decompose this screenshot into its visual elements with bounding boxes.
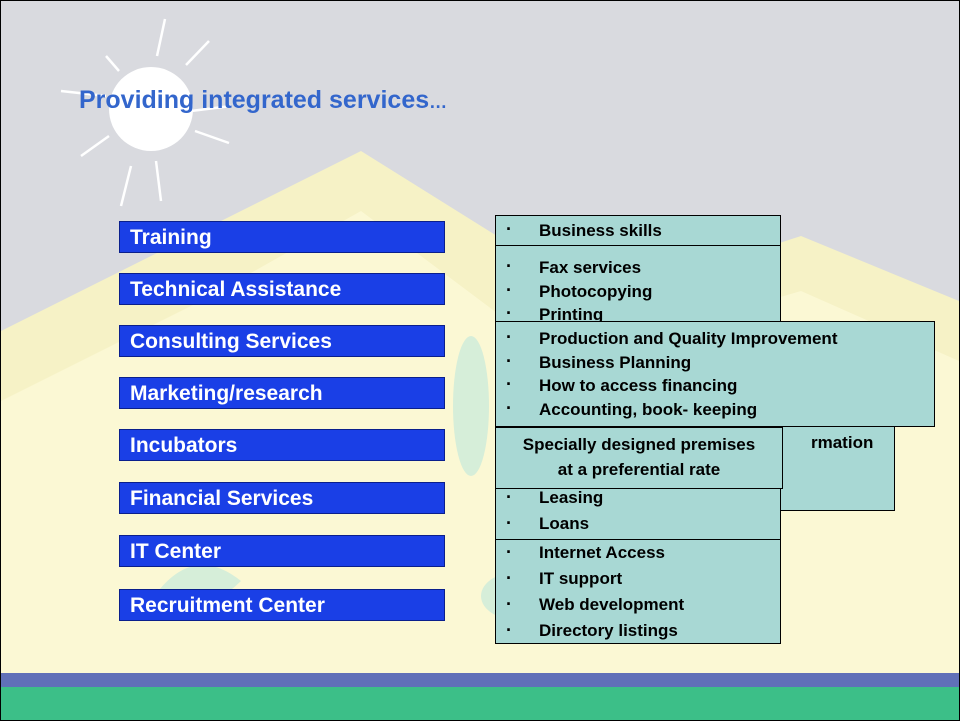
list-item: How to access financing — [496, 373, 934, 398]
list-item: Leasing — [496, 484, 780, 511]
category-marketing-research: Marketing/research — [119, 377, 445, 409]
list-item: IT support — [496, 565, 780, 592]
marketing-fragment: rmation — [811, 433, 874, 452]
incubators-line-1: Specially designed premises — [522, 435, 756, 454]
list-item: Business skills — [496, 218, 780, 243]
list-item: Web development — [496, 591, 780, 618]
training-box: Business skills — [495, 215, 781, 246]
incubators-line-2: at a preferential rate — [557, 460, 721, 479]
list-item: Photocopying — [496, 279, 780, 304]
consulting-services-box: Production and Quality Improvement Busin… — [495, 321, 935, 427]
category-technical-assistance: Technical Assistance — [119, 273, 445, 305]
category-incubators: Incubators — [119, 429, 445, 461]
list-item: Directory listings — [496, 617, 780, 643]
category-it-center: IT Center — [119, 535, 445, 567]
list-item: Production and Quality Improvement — [496, 326, 934, 351]
page-title: Providing integrated services… — [79, 86, 447, 115]
list-item: Loans — [496, 510, 780, 537]
category-training: Training — [119, 221, 445, 253]
footer-stripe-green — [1, 687, 959, 720]
list-item: Internet Access — [496, 540, 780, 566]
list-item: Fax services — [496, 255, 780, 280]
footer-stripe-blue — [1, 673, 959, 687]
technical-assistance-box: Fax services Photocopying Printing — [495, 245, 781, 325]
category-financial-services: Financial Services — [119, 482, 445, 514]
list-item: Printing — [496, 302, 780, 324]
list-item: Business Planning — [496, 350, 934, 375]
title-text: Providing integrated services — [79, 86, 430, 114]
sun-icon — [60, 18, 232, 207]
category-recruitment-center: Recruitment Center — [119, 589, 445, 621]
title-ellipsis: … — [429, 92, 448, 112]
category-consulting-services: Consulting Services — [119, 325, 445, 357]
incubators-box: Specially designed premises at a prefere… — [495, 427, 783, 489]
list-item: Accounting, book- keeping — [496, 397, 934, 422]
it-center-box: Internet Access IT support Web developme… — [495, 539, 781, 644]
